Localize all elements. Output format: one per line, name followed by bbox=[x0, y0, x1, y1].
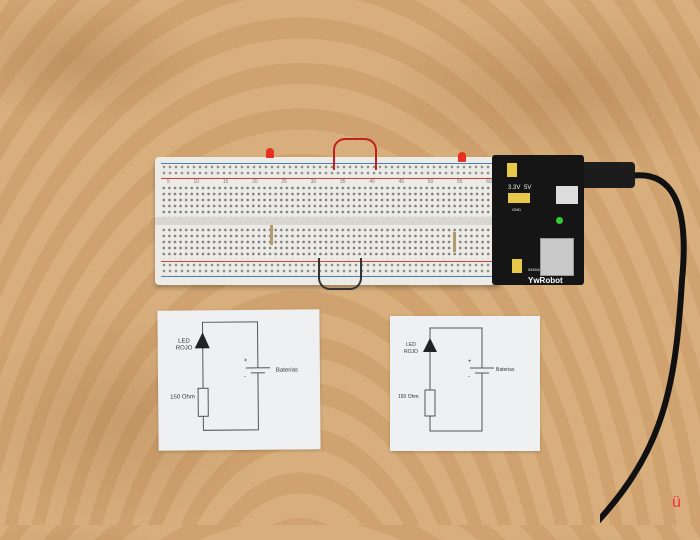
usb-port bbox=[540, 238, 574, 276]
label-gnd: GND bbox=[512, 207, 521, 212]
jumper-bottom bbox=[512, 259, 522, 273]
jumper-wire-top bbox=[333, 138, 377, 170]
label-5v: 5V bbox=[524, 185, 531, 191]
battery-label: Baterias bbox=[496, 367, 514, 374]
resistor-left bbox=[270, 225, 273, 245]
plus-sign: + bbox=[244, 358, 248, 365]
watermark-logo: ü bbox=[672, 494, 681, 512]
circuit-diagram bbox=[390, 316, 540, 451]
minus-sign: - bbox=[468, 374, 470, 381]
voltage-selector bbox=[508, 193, 530, 203]
label-3v3: 3.3V bbox=[508, 185, 520, 191]
terminal-grid-bottom bbox=[161, 227, 494, 259]
resistor-label: 150 Ohm bbox=[170, 394, 195, 401]
resistor-right bbox=[453, 232, 456, 252]
power-rail-top bbox=[161, 163, 494, 179]
circuit-diagram bbox=[157, 309, 320, 450]
red-led-right bbox=[458, 152, 466, 162]
dc-barrel-jack bbox=[575, 162, 635, 188]
red-led-left bbox=[266, 148, 274, 158]
plus-sign: + bbox=[468, 359, 472, 366]
battery-label: Baterias bbox=[276, 367, 298, 374]
terminal-grid-top bbox=[161, 185, 494, 217]
jumper-wire-bottom bbox=[318, 258, 362, 290]
center-channel bbox=[155, 217, 500, 225]
minus-sign: - bbox=[244, 374, 246, 381]
resistor-label: 150 Ohm bbox=[398, 394, 419, 401]
power-cable bbox=[600, 160, 700, 540]
power-led bbox=[556, 217, 563, 224]
power-switch bbox=[556, 186, 578, 204]
brand-label: YwRobot bbox=[528, 276, 563, 285]
jumper-top bbox=[507, 163, 517, 177]
